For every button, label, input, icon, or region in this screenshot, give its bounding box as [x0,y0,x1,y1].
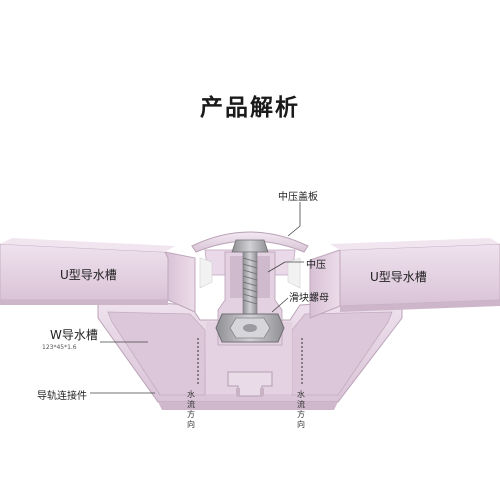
label-w-channel: W导水槽 [50,328,98,342]
u-channel-left [0,238,196,313]
flow-direction-lines [197,338,303,386]
label-u-channel-left: U型导水槽 [60,268,117,282]
label-center-press: 中压 [306,260,326,271]
label-rail-connector: 导轨连接件 [37,391,87,402]
label-center-cover: 中压盖板 [278,192,318,203]
slider-nut [215,313,285,343]
label-flow-left: 水 流 方 向 [187,390,195,429]
u-channel-right [309,238,500,319]
label-slider-nut: 滑块螺母 [289,293,329,304]
label-u-channel-right: U型导水槽 [370,270,427,284]
label-w-channel-spec: 123*45*1.6 [42,344,77,351]
page-title: 产品解析 [200,95,300,121]
label-flow-right: 水 流 方 向 [297,390,305,429]
leader-lines [90,202,304,394]
bolt [231,239,269,315]
